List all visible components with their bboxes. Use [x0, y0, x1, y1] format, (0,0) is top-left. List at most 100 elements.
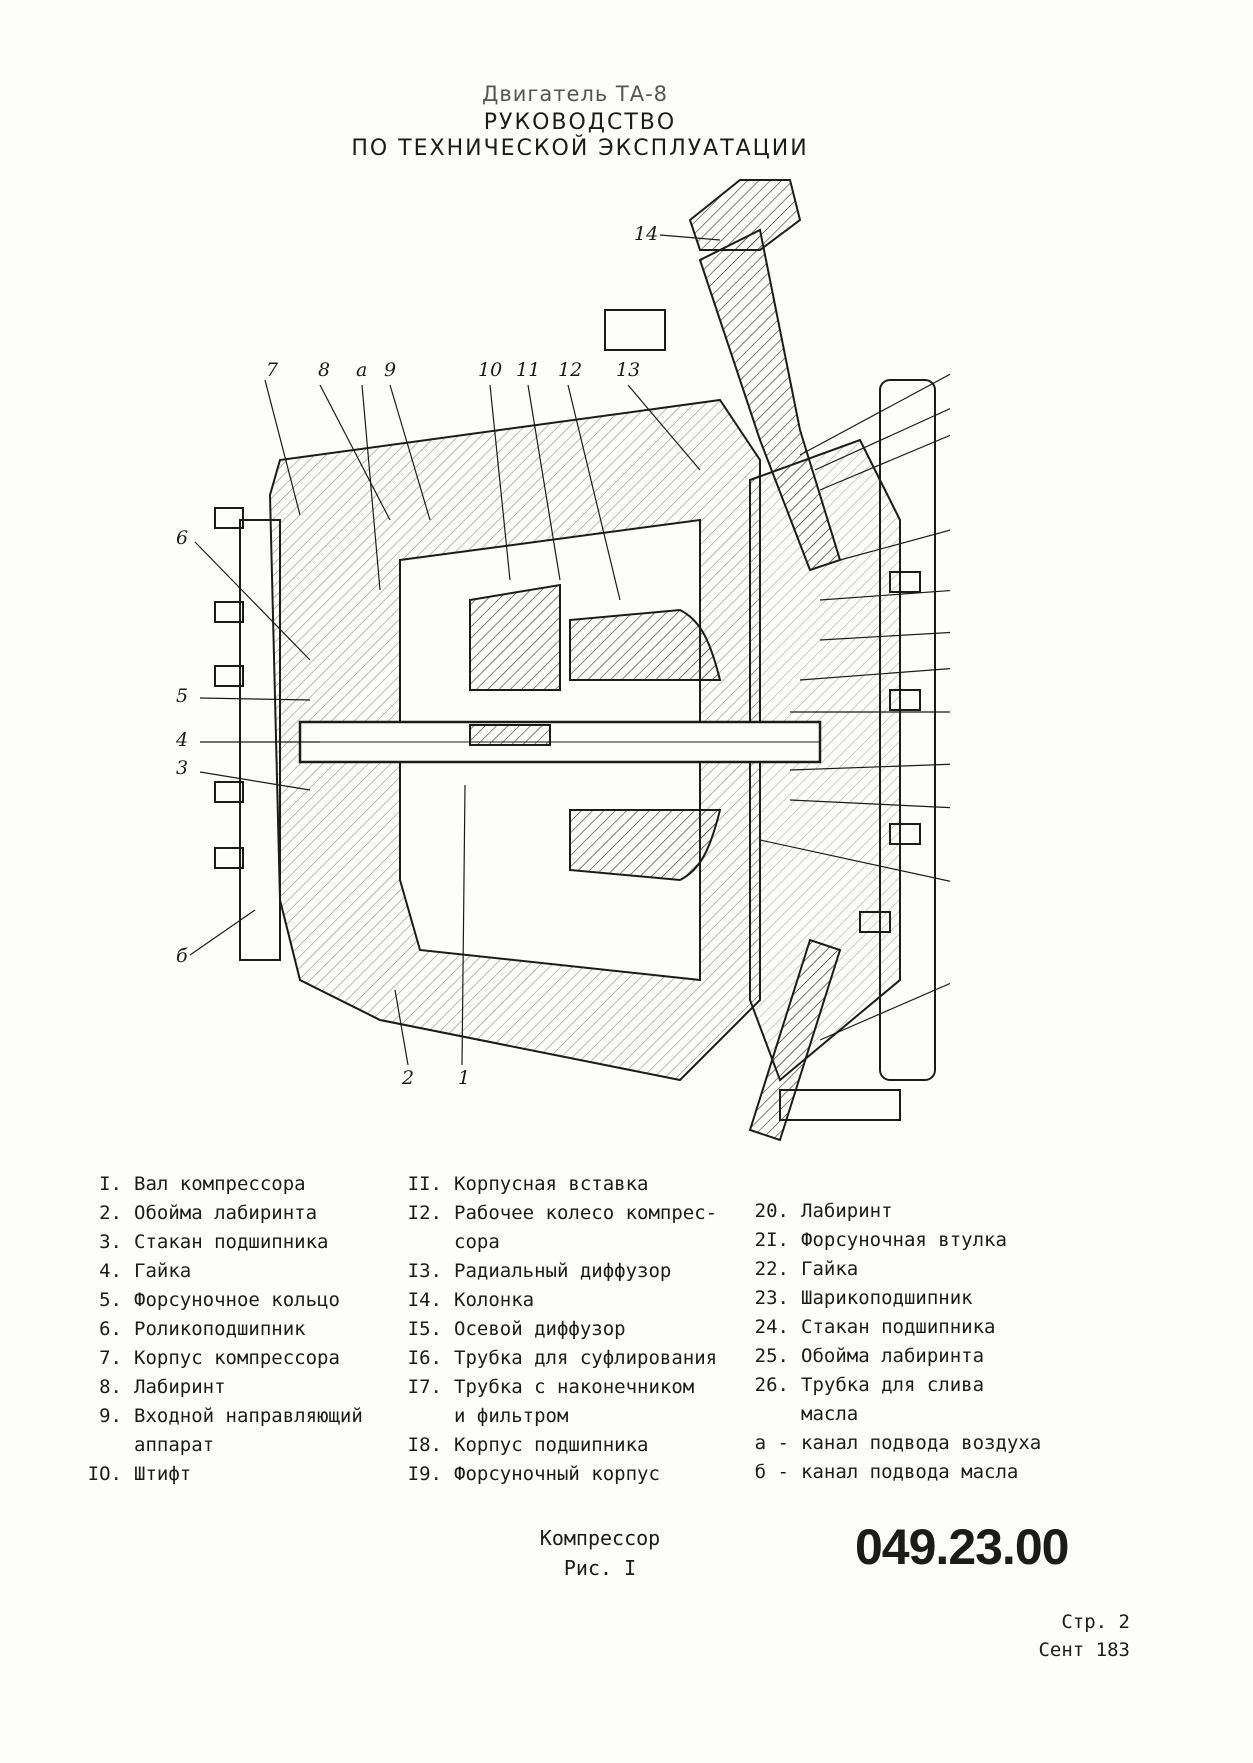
legend-num: I7. — [407, 1376, 442, 1398]
legend-text: Трубка для суфлирования — [454, 1347, 718, 1369]
legend-num: I. — [99, 1173, 122, 1195]
legend-item-19: I9. Форсуночный корпус — [400, 1460, 754, 1489]
left-bolts — [214, 507, 244, 869]
legend-text: Корпусная вставка — [454, 1173, 649, 1195]
callout-13: 13 — [616, 359, 640, 381]
legend-text-continued: масла — [801, 1403, 859, 1425]
legend-text: Форсуночная втулка — [801, 1229, 1007, 1251]
legend-item-1: I. Вал компрессора — [80, 1170, 434, 1199]
figure-caption: Компрессор Рис. I — [490, 1523, 710, 1583]
legend-num: 25. — [754, 1345, 789, 1367]
figure-name: Компрессор — [539, 1526, 661, 1550]
legend-num: I9. — [407, 1463, 442, 1485]
callout-labels: 7 8 а 9 10 11 12 13 14 15 16 17 18 19 20… — [175, 223, 658, 1089]
legend-item-26: 26. Трубка для слива — [747, 1371, 1101, 1400]
legend-text: Радиальный диффузор — [454, 1260, 672, 1282]
callout-9: 9 — [384, 359, 396, 381]
legend-text-continued: сора — [454, 1231, 500, 1253]
legend-column-1: I. Вал компрессора 2. Обойма лабиринта 3.С… — [80, 1170, 434, 1489]
legend-item-4: 4.Гайка — [80, 1257, 434, 1286]
legend-item-3: 3.Стакан подшипника — [80, 1228, 434, 1257]
legend-num: 20. — [754, 1200, 789, 1222]
legend-item-24: 24.Стакан подшипника — [747, 1313, 1101, 1342]
callout-1: 1 — [458, 1067, 470, 1089]
legend-text: Гайка — [134, 1260, 192, 1282]
document-code: 049.23.00 — [855, 1519, 1069, 1575]
legend-text: Гайка — [801, 1258, 859, 1280]
legend-item-20: 20. Лабиринт — [747, 1197, 1101, 1226]
legend-text: канал подвода масла — [801, 1461, 1019, 1483]
legend-item-9: 9.Входной направляющий — [80, 1402, 434, 1431]
legend-text: Форсуночный корпус — [454, 1463, 660, 1485]
legend-num: 23. — [754, 1287, 789, 1309]
legend-item-2: 2. Обойма лабиринта — [80, 1199, 434, 1228]
legend-num: 22. — [754, 1258, 789, 1280]
legend-text: Стакан подшипника — [801, 1316, 996, 1338]
impeller — [569, 608, 722, 681]
legend-text: Вал компрессора — [134, 1173, 306, 1195]
legend-text: канал подвода воздуха — [801, 1432, 1042, 1454]
legend-item-22: 22. Гайка — [747, 1255, 1101, 1284]
legend-item-17: I7. Трубка с наконечником — [400, 1373, 754, 1402]
legend-text: Роликоподшипник — [134, 1318, 306, 1340]
legend-item-16: I6.Трубка для суфлирования — [400, 1344, 754, 1373]
legend-column-3: 20. Лабиринт 2I. Форсуночная втулка 22. Гай… — [747, 1197, 1101, 1487]
legend-num: а - — [754, 1432, 789, 1454]
callout-3: 3 — [176, 757, 188, 779]
legend-text: Рабочее колесо компрес- — [454, 1202, 718, 1224]
legend-text: Корпус подшипника — [454, 1434, 649, 1456]
legend-item-25: 25.Обойма лабиринта — [747, 1342, 1101, 1371]
bottom-support — [779, 1089, 901, 1121]
legend-text: Шарикоподшипник — [801, 1287, 973, 1309]
callout-6: 6 — [176, 527, 188, 549]
legend-text: Лабиринт — [134, 1376, 226, 1398]
legend-text: Входной направляющий — [134, 1405, 363, 1427]
legend-num: I5. — [407, 1318, 442, 1340]
legend-item-15: I5.Осевой диффузор — [400, 1315, 754, 1344]
legend-item-11: II. Корпусная вставка — [400, 1170, 754, 1199]
legend-item-14: I4.Колонка — [400, 1286, 754, 1315]
legend-num: 2. — [99, 1202, 122, 1224]
legend-item-5: 5. Форсуночное кольцо — [80, 1286, 434, 1315]
callout-12: 12 — [558, 359, 582, 381]
legend-item-18: I8. Корпус подшипника — [400, 1431, 754, 1460]
compressor-cross-section-drawing: 7 8 а 9 10 11 12 13 14 15 16 17 18 19 20… — [175, 179, 950, 1142]
legend-item-6: 6. Роликоподшипник — [80, 1315, 434, 1344]
callout-10: 10 — [478, 359, 502, 381]
legend-num: 26. — [754, 1374, 789, 1396]
legend-text: Форсуночное кольцо — [134, 1289, 340, 1311]
legend-item-12: I2.Рабочее колесо компрес- — [400, 1199, 754, 1228]
legend-text: Стакан подшипника — [134, 1231, 329, 1253]
legend-item-23: 23. Шарикоподшипник — [747, 1284, 1101, 1313]
page-date: Сент 183 — [1038, 1639, 1130, 1661]
manual-title-line1: РУКОВОДСТВО — [483, 110, 677, 135]
manual-title-line2: ПО ТЕХНИЧЕСКОЙ ЭКСПЛУАТАЦИИ — [351, 136, 809, 161]
legend-num: I3. — [407, 1260, 442, 1282]
legend-num: 8. — [99, 1376, 122, 1398]
callout-7: 7 — [266, 359, 279, 381]
legend-text: Лабиринт — [801, 1200, 893, 1222]
legend-num: 6. — [99, 1318, 122, 1340]
right-frame — [879, 379, 936, 1081]
legend-text: Обойма лабиринта — [134, 1202, 318, 1224]
legend-num: 2I. — [754, 1229, 789, 1251]
callout-8: 8 — [318, 359, 330, 381]
legend-item-21: 2I. Форсуночная втулка — [747, 1226, 1101, 1255]
legend-text: Трубка с наконечником — [454, 1376, 695, 1398]
legend-text: Трубка для слива — [801, 1374, 985, 1396]
engine-title: Двигатель ТА-8 — [481, 82, 669, 106]
legend-num: IO. — [87, 1463, 122, 1485]
left-flange — [239, 519, 281, 961]
drain-tube — [748, 938, 842, 1142]
legend-num: 5. — [99, 1289, 122, 1311]
legend-num: 7. — [99, 1347, 122, 1369]
top-fitting — [688, 179, 802, 251]
callout-b: б — [176, 945, 188, 967]
legend-num: I8. — [407, 1434, 442, 1456]
legend-num: II. — [407, 1173, 442, 1195]
bearing-housing — [749, 438, 901, 1082]
figure-number: Рис. I — [563, 1556, 637, 1580]
legend-num: I4. — [407, 1289, 442, 1311]
legend-num: б - — [754, 1461, 789, 1483]
column-tube — [698, 228, 842, 572]
